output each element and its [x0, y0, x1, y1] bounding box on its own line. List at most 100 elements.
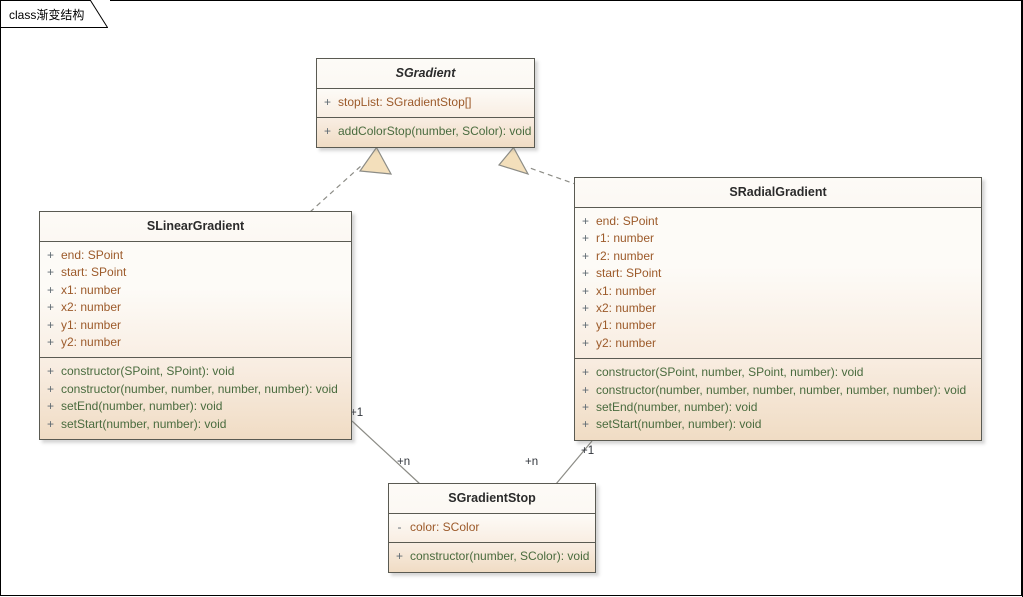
method-section-sgradientstop: + constructor(number, SColor): void: [389, 542, 595, 571]
method-row: + constructor(number, number, number, nu…: [575, 382, 981, 399]
attribute-label: r2: number: [596, 248, 655, 263]
diagram-frame-tab: class渐变结构: [0, 0, 108, 28]
method-section-sradialgradient: + constructor(SPoint, number, SPoint, nu…: [575, 358, 981, 440]
attribute-section-slineargradient: + end: SPoint + start: SPoint + x1: numb…: [40, 242, 351, 357]
method-label: constructor(SPoint, number, SPoint, numb…: [596, 365, 864, 380]
visibility-marker: +: [46, 364, 54, 379]
visibility-marker: +: [581, 382, 589, 397]
method-label: setStart(number, number): void: [61, 416, 227, 431]
attribute-row: + stopList: SGradientStop[]: [317, 94, 534, 111]
class-box-sgradientstop[interactable]: SGradientStop - color: SColor + construc…: [388, 483, 596, 573]
attribute-section-sradialgradient: + end: SPoint + r1: number + r2: number …: [575, 208, 981, 358]
attribute-row: + y2: number: [575, 335, 981, 352]
class-title-slineargradient: SLinearGradient: [40, 212, 351, 242]
generalization-arrowhead: [358, 146, 393, 175]
connector-radial-to-gradient: [497, 146, 579, 186]
attribute-label: y1: number: [61, 317, 122, 332]
visibility-marker: +: [581, 400, 589, 415]
generalization-arrowhead: [497, 146, 530, 176]
visibility-marker: +: [581, 283, 589, 298]
diagram-frame-top-line: [110, 0, 1022, 1]
visibility-marker: +: [581, 301, 589, 316]
visibility-marker: -: [397, 520, 402, 534]
method-label: constructor(number, number, number, numb…: [61, 381, 338, 396]
attribute-row: + x1: number: [40, 282, 351, 299]
method-row: + constructor(number, number, number, nu…: [40, 381, 351, 398]
visibility-marker: +: [46, 265, 54, 280]
attribute-label: r1: number: [596, 231, 655, 246]
attribute-section-sgradient: + stopList: SGradientStop[]: [317, 89, 534, 117]
class-title-sradialgradient: SRadialGradient: [575, 178, 981, 208]
class-box-slineargradient[interactable]: SLinearGradient + end: SPoint + start: S…: [39, 211, 352, 441]
class-title-sgradient: SGradient: [317, 59, 534, 89]
connector-linear-to-stop: [351, 420, 421, 485]
attribute-row: + x2: number: [40, 299, 351, 316]
visibility-marker: +: [46, 381, 54, 396]
visibility-marker: +: [46, 399, 54, 414]
attribute-label: y2: number: [596, 335, 657, 350]
visibility-marker: +: [46, 282, 54, 297]
method-label: setStart(number, number): void: [596, 417, 762, 432]
attribute-label: x2: number: [596, 301, 657, 316]
connector-linear-to-gradient: [309, 146, 393, 213]
method-row: + setEnd(number, number): void: [40, 398, 351, 415]
visibility-marker: +: [581, 365, 589, 380]
method-label: constructor(number, number, number, numb…: [596, 382, 967, 397]
attribute-section-sgradientstop: - color: SColor: [389, 514, 595, 542]
attribute-row: + x2: number: [575, 300, 981, 317]
visibility-marker: +: [323, 95, 331, 109]
attribute-label: x1: number: [596, 283, 657, 298]
class-box-sradialgradient[interactable]: SRadialGradient + end: SPoint + r1: numb…: [574, 177, 982, 441]
attribute-row: + y1: number: [40, 317, 351, 334]
class-title-sgradientstop: SGradientStop: [389, 484, 595, 514]
visibility-marker: +: [46, 335, 54, 350]
method-row: + constructor(SPoint, number, SPoint, nu…: [575, 364, 981, 381]
attribute-label: color: SColor: [410, 520, 480, 534]
visibility-marker: +: [581, 231, 589, 246]
attribute-label: y2: number: [61, 335, 122, 350]
visibility-marker: +: [46, 248, 54, 262]
multiplicity-linear-source: +1: [350, 407, 364, 419]
method-row: + constructor(SPoint, SPoint): void: [40, 363, 351, 380]
attribute-row: + x1: number: [575, 283, 981, 300]
attribute-label: x2: number: [61, 300, 122, 315]
attribute-label: end: SPoint: [596, 214, 659, 228]
method-row: + setStart(number, number): void: [575, 416, 981, 433]
attribute-row: + end: SPoint: [575, 213, 981, 230]
attribute-label: y1: number: [596, 318, 657, 333]
method-label: constructor(SPoint, SPoint): void: [61, 364, 235, 379]
attribute-row: + end: SPoint: [40, 247, 351, 264]
visibility-marker: +: [323, 124, 331, 139]
class-box-sgradient[interactable]: SGradient + stopList: SGradientStop[] + …: [316, 58, 535, 148]
method-row: + setEnd(number, number): void: [575, 399, 981, 416]
method-row: + constructor(number, SColor): void: [389, 548, 595, 565]
multiplicity-radial-target: +n: [525, 456, 539, 468]
multiplicity-linear-target: +n: [397, 456, 411, 468]
visibility-marker: +: [46, 317, 54, 332]
diagram-title-label: class渐变结构: [9, 8, 85, 22]
attribute-row: + y1: number: [575, 317, 981, 334]
attribute-row: + start: SPoint: [40, 264, 351, 281]
visibility-marker: +: [46, 416, 54, 431]
attribute-label: x1: number: [61, 282, 122, 297]
attribute-label: start: SPoint: [596, 266, 662, 281]
method-section-sgradient: + addColorStop(number, SColor): void: [317, 117, 534, 146]
method-row: + addColorStop(number, SColor): void: [317, 123, 534, 140]
method-label: constructor(number, SColor): void: [410, 549, 590, 564]
method-label: addColorStop(number, SColor): void: [338, 124, 532, 139]
attribute-row: + start: SPoint: [575, 265, 981, 282]
visibility-marker: +: [581, 318, 589, 333]
method-label: setEnd(number, number): void: [61, 399, 223, 414]
attribute-label: stopList: SGradientStop[]: [338, 95, 472, 109]
attribute-row: + y2: number: [40, 334, 351, 351]
visibility-marker: +: [395, 549, 403, 564]
visibility-marker: +: [581, 214, 589, 228]
method-row: + setStart(number, number): void: [40, 416, 351, 433]
method-section-slineargradient: + constructor(SPoint, SPoint): void + co…: [40, 357, 351, 439]
attribute-label: end: SPoint: [61, 248, 124, 262]
attribute-row: + r1: number: [575, 230, 981, 247]
attribute-row: - color: SColor: [389, 519, 595, 536]
multiplicity-radial-source: +1: [581, 445, 595, 457]
attribute-row: + r2: number: [575, 248, 981, 265]
